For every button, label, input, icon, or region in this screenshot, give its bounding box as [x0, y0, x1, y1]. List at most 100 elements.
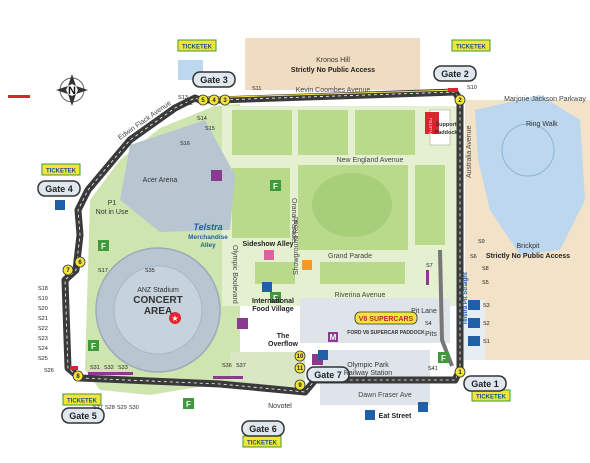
- stand-s3: S3: [483, 303, 490, 309]
- turn-4: 4: [212, 98, 216, 104]
- toilet-icon: [211, 170, 222, 181]
- fujitsu-sign: [425, 112, 439, 134]
- brickpit-label: Brickpit: [517, 243, 540, 250]
- svg-text:F: F: [441, 354, 446, 363]
- bus-icon-2: [418, 402, 428, 412]
- stand-s32: S32: [104, 365, 114, 371]
- ticketek-label-3: TICKETEK: [46, 169, 77, 175]
- ring-walk-path: [501, 123, 555, 177]
- kevin-coombes-road: Kevin Coombes Avenue: [296, 87, 371, 94]
- compass: [56, 74, 88, 106]
- stand-s28: S28: [105, 405, 115, 411]
- station-label-1: Olympic Park: [347, 362, 389, 369]
- turn-11: 11: [297, 366, 304, 372]
- stand-s15: S15: [205, 126, 215, 132]
- stadium-field: [113, 265, 203, 355]
- turn-numbers: 1 2 3 4 5 6 7 8 9 10 11: [66, 98, 462, 389]
- stand-s2: S2: [483, 321, 490, 327]
- orana-parade-road: Orana Parade: [290, 198, 297, 242]
- new-england-road: New England Avenue: [337, 157, 404, 164]
- ticketek-label-4: TICKETEK: [476, 395, 507, 401]
- stand-s7: S7: [426, 263, 433, 269]
- block-n: [298, 110, 348, 155]
- block-ne: [355, 110, 415, 155]
- stand-s11: S11: [252, 86, 261, 92]
- pits-label: Pits: [425, 331, 437, 338]
- block-s: [320, 262, 405, 284]
- stand-s1-tag: [468, 336, 480, 346]
- turn-2: 2: [458, 98, 462, 104]
- kerb-line: [199, 89, 456, 99]
- turn-9: 9: [298, 383, 302, 389]
- dawn-fraser-road: Dawn Fraser Ave: [358, 392, 412, 399]
- concert-star: [169, 312, 181, 324]
- stand-s2-tag: [468, 318, 480, 328]
- block-nw: [232, 110, 292, 155]
- alley-label: Alley: [200, 242, 216, 249]
- turn-5: 5: [201, 98, 205, 104]
- metro-label: M: [330, 333, 337, 342]
- turn-1: 1: [458, 370, 462, 376]
- stand-s35: S35: [145, 268, 155, 274]
- stand-s20: S20: [38, 306, 48, 312]
- station-label-2: Railway Station: [344, 370, 392, 377]
- stand-bar-s7: [426, 270, 429, 285]
- overflow-label-1: The: [277, 333, 290, 340]
- accessible-icon-2: [318, 350, 328, 360]
- kerb-sw: [70, 366, 78, 370]
- stand-s3-tag: [468, 300, 480, 310]
- svg-text:F: F: [101, 242, 106, 251]
- sideshow-alley-label: Sideshow Alley: [242, 241, 293, 248]
- block-w: [232, 168, 290, 238]
- toilet-icon-2: [237, 318, 248, 329]
- stand-s31: S31: [90, 365, 100, 371]
- metro-icon: [328, 332, 338, 342]
- compass-north: N: [68, 85, 76, 97]
- eat-street-icon: [365, 410, 375, 420]
- stand-s29: S29: [117, 405, 127, 411]
- overflow-lawn: [230, 352, 305, 387]
- stand-s30: S30: [129, 405, 139, 411]
- stand-s6: S6: [470, 254, 477, 260]
- food-icon: [262, 282, 272, 292]
- stand-s12: S12: [183, 101, 193, 107]
- stand-s36: S36: [222, 363, 232, 369]
- stand-s13: S13: [178, 95, 188, 101]
- svg-text:F: F: [186, 400, 191, 409]
- stand-bar-s31-33: [88, 372, 133, 375]
- svg-text:F: F: [273, 182, 278, 191]
- gate-7-label: Gate 7: [314, 370, 342, 380]
- stand-s5: S5: [482, 280, 489, 286]
- turn-7: 7: [66, 268, 70, 274]
- svg-text:F: F: [91, 342, 96, 351]
- telstra-label: Telstra: [193, 222, 222, 232]
- ticketek-label-2: TICKETEK: [456, 45, 487, 51]
- food-village-label-1: International: [252, 298, 294, 305]
- stand-s18: S18: [38, 286, 48, 292]
- bus-icon: [302, 260, 312, 270]
- acer-arena: [120, 120, 235, 232]
- ticketek-label-5: TICKETEK: [67, 399, 98, 405]
- supercars-badge: [354, 311, 418, 325]
- stand-bar-s36-37: [213, 376, 243, 379]
- ring-walk-lake: [475, 95, 585, 255]
- star-glyph: ★: [171, 314, 178, 323]
- concert-label-1: CONCERT: [133, 295, 182, 306]
- supercars-label: V8 SUPERCARS: [359, 316, 414, 323]
- gate-4-label: Gate 4: [45, 184, 73, 194]
- block-sw: [255, 262, 295, 284]
- stand-s37: S37: [236, 363, 246, 369]
- stand-s26: S26: [44, 368, 54, 374]
- gate-badges: [37, 65, 507, 437]
- turn-8: 8: [76, 374, 80, 380]
- svg-text:F: F: [273, 294, 278, 303]
- merch-label: Merchandise: [188, 234, 228, 241]
- sideshow-icon: [264, 250, 274, 260]
- kronos-no-access: Strictly No Public Access: [291, 67, 375, 74]
- showground-oval: [312, 173, 392, 237]
- stand-s21: S21: [38, 316, 48, 322]
- brickpit-no-access: Strictly No Public Access: [486, 253, 570, 260]
- paddock-label: FORD V8 SUPERCAR PADDOCK: [347, 330, 425, 336]
